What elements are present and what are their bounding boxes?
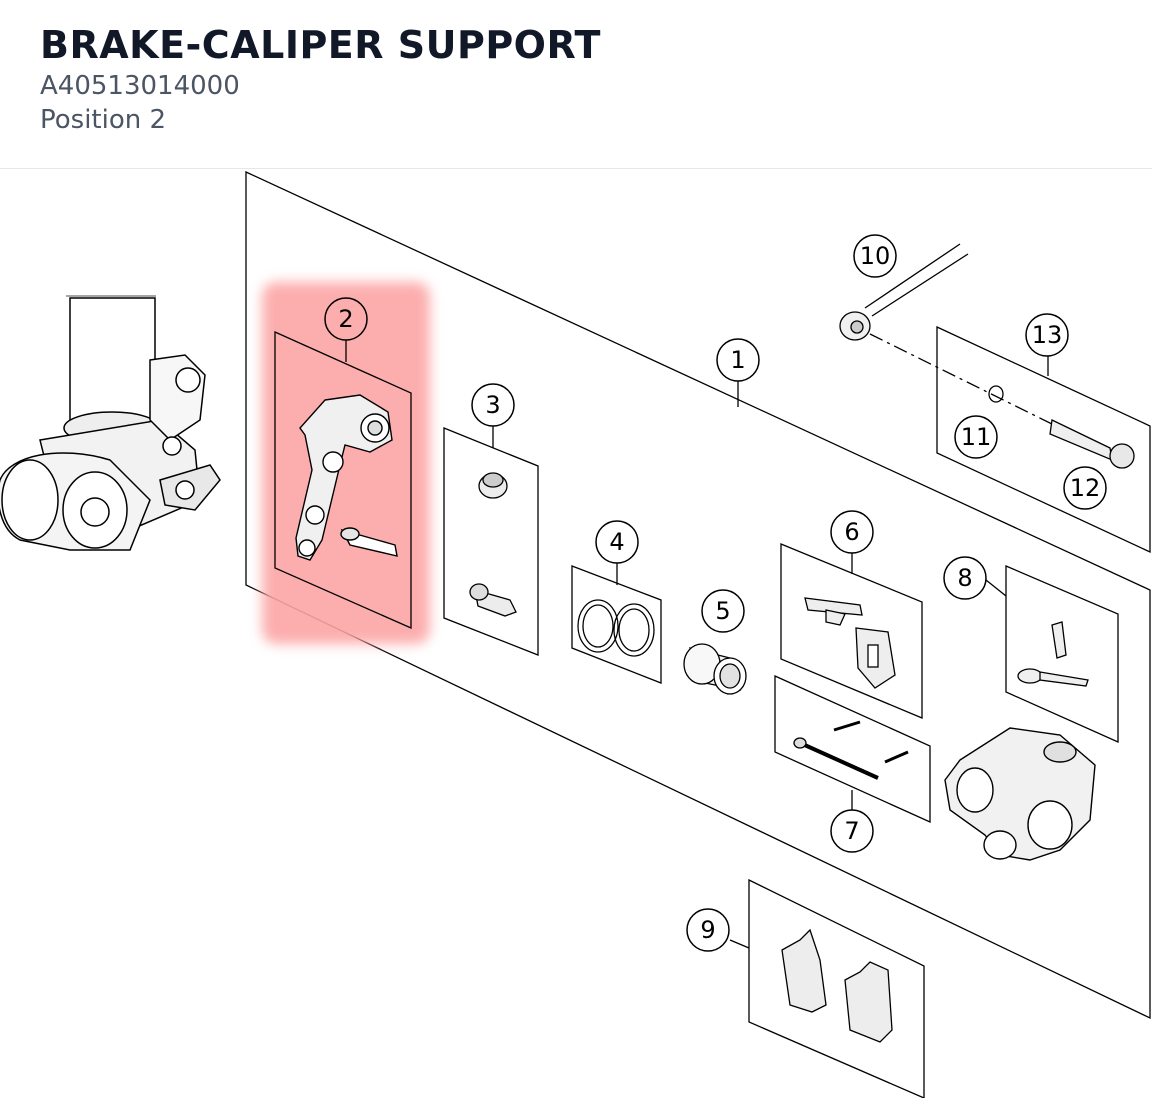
svg-text:8: 8 [957, 564, 972, 592]
part-4-seals-box[interactable] [571, 560, 662, 684]
callout-7[interactable]: 7 [830, 809, 874, 853]
svg-text:12: 12 [1070, 474, 1101, 502]
part-10-hose[interactable] [839, 243, 969, 341]
assembly-frame [245, 170, 1151, 1020]
svg-text:5: 5 [715, 597, 730, 625]
callout-11[interactable]: 11 [954, 415, 998, 459]
fork-leg-illustration [0, 295, 221, 551]
svg-text:11: 11 [961, 423, 992, 451]
svg-text:10: 10 [860, 242, 891, 270]
svg-text:2: 2 [338, 305, 353, 333]
part-2-caliper-support[interactable] [274, 330, 412, 629]
selected-part-highlight [262, 282, 430, 644]
callout-4[interactable]: 4 [595, 520, 639, 564]
header: BRAKE-CALIPER SUPPORT A40513014000 Posit… [0, 0, 1152, 169]
svg-text:4: 4 [609, 528, 624, 556]
part-3-bolts-box[interactable] [443, 422, 539, 656]
brake-caliper-illustration [944, 727, 1096, 861]
callout-2[interactable]: 2 [324, 297, 368, 341]
position-label: Position 2 [40, 105, 167, 135]
callout-9[interactable]: 9 [686, 908, 730, 952]
svg-text:6: 6 [844, 518, 859, 546]
part-5-piston[interactable] [683, 643, 747, 695]
part-6-spring-box[interactable] [780, 543, 923, 719]
callout-13[interactable]: 13 [1025, 313, 1069, 357]
part-8-bleed-box[interactable] [985, 565, 1119, 744]
page-title: BRAKE-CALIPER SUPPORT [40, 23, 601, 67]
part-13-banjo-box[interactable] [869, 325, 1151, 554]
part-9-pads-box[interactable] [729, 878, 925, 1098]
callout-12[interactable]: 12 [1063, 466, 1107, 510]
callout-5[interactable]: 5 [701, 589, 745, 633]
svg-text:7: 7 [844, 817, 859, 845]
svg-text:13: 13 [1032, 321, 1063, 349]
part-7-pin-box[interactable] [774, 674, 931, 824]
part-number: A40513014000 [40, 71, 240, 101]
svg-text:9: 9 [700, 916, 715, 944]
callout-1[interactable]: 1 [716, 338, 760, 382]
svg-text:1: 1 [730, 346, 745, 374]
callout-10[interactable]: 10 [853, 234, 897, 278]
svg-text:3: 3 [485, 391, 500, 419]
callout-3[interactable]: 3 [471, 383, 515, 427]
callout-6[interactable]: 6 [830, 510, 874, 554]
callout-8[interactable]: 8 [943, 556, 987, 600]
